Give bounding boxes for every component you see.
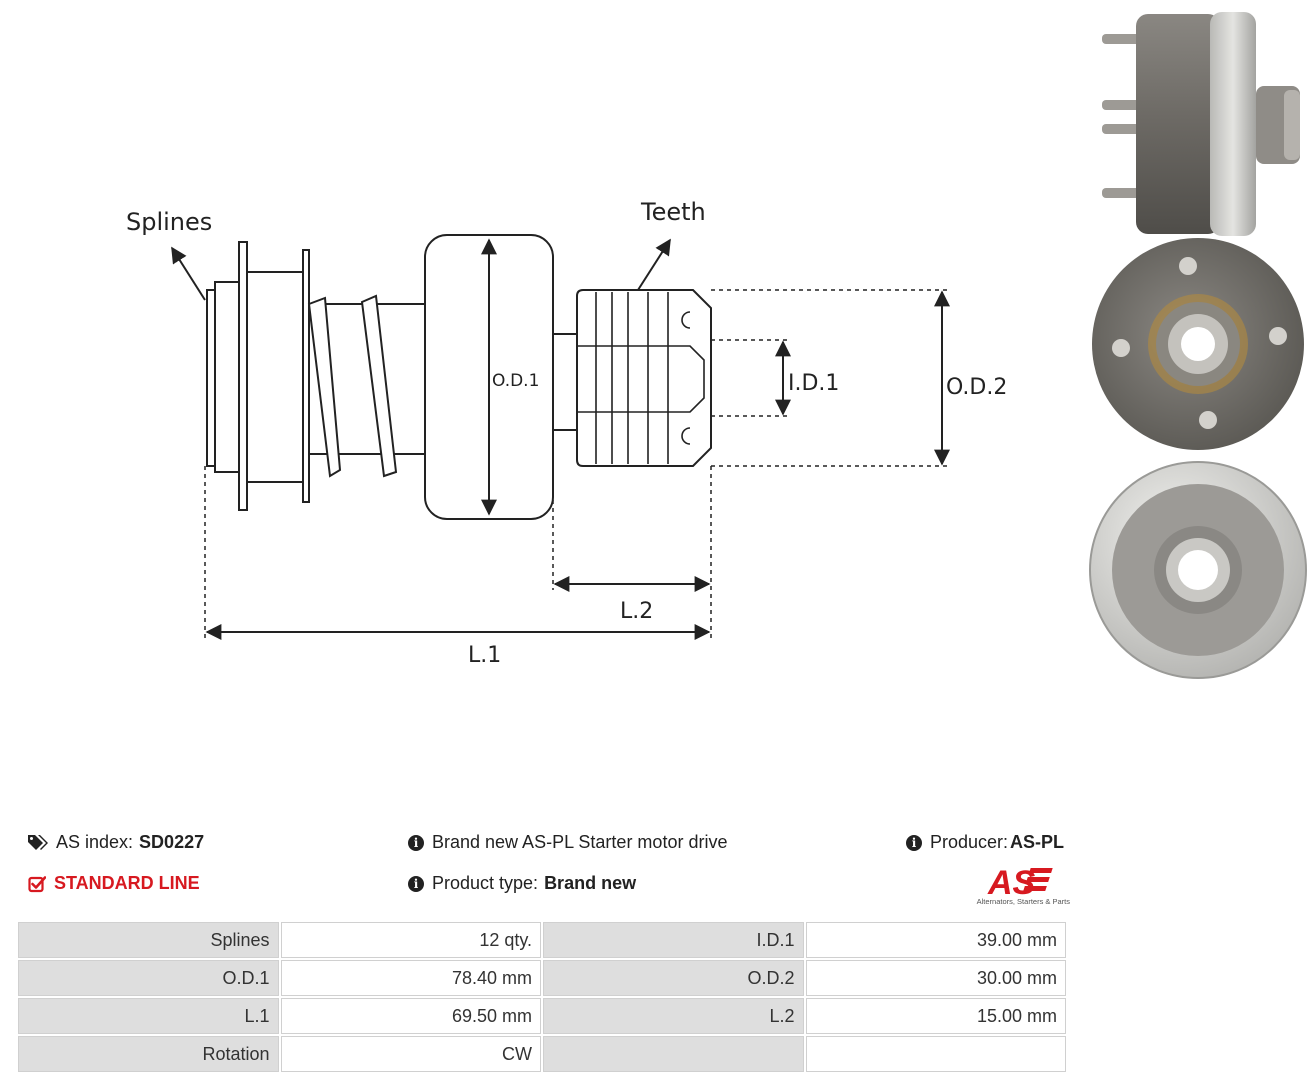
spec-key: O.D.2 [543, 960, 804, 996]
spec-value: 15.00 mm [805, 998, 1066, 1034]
description-text: Brand new AS-PL Starter motor drive [432, 832, 728, 852]
spec-key: I.D.1 [543, 922, 804, 958]
clutch-body [246, 271, 304, 483]
logo-caption: Alternators, Starters & Parts [976, 897, 1070, 906]
spec-key: L.1 [18, 998, 279, 1034]
l2-label: L.2 [620, 599, 653, 624]
left-flange [238, 241, 248, 511]
l1-label: L.1 [468, 643, 501, 668]
od2-label: O.D.2 [946, 375, 1007, 400]
info-icon: i [906, 834, 922, 851]
splines-label: Splines [126, 208, 212, 236]
brand-logo: AS Alternators, Starters & Parts [966, 864, 1070, 908]
standard-line-label: STANDARD LINE [54, 873, 200, 893]
check-square-icon [28, 875, 46, 892]
spec-value: 69.50 mm [280, 998, 542, 1034]
photo-back-view [1089, 461, 1307, 679]
info-icon: i [408, 875, 424, 892]
info-icon: i [408, 834, 424, 851]
spec-table: Splines 12 qty. I.D.1 39.00 mm O.D.1 78.… [16, 920, 1068, 1074]
spec-value: 39.00 mm [805, 922, 1066, 958]
id1-label: I.D.1 [788, 371, 839, 396]
spline-end [206, 289, 216, 467]
as-logo-mark: AS [987, 864, 1053, 902]
gear-teeth [577, 292, 705, 464]
product-type-label: Product type: [432, 873, 539, 893]
logo-text: AS [987, 864, 1036, 898]
pinion-shaft [552, 333, 578, 431]
spec-value: 12 qty. [280, 922, 542, 958]
product-type-value: Brand new [544, 873, 637, 893]
as-index-value: SD0227 [139, 832, 205, 852]
spec-value: 78.40 mm [280, 960, 542, 996]
as-index-label: AS index: [56, 832, 134, 852]
spec-key: O.D.1 [18, 960, 279, 996]
table-row: Splines 12 qty. I.D.1 39.00 mm [18, 922, 1066, 958]
spec-key [543, 1036, 804, 1072]
teeth-label: Teeth [640, 198, 706, 226]
product-type-row: i Product type: Brand new [408, 873, 636, 894]
tags-icon [28, 834, 48, 850]
table-row: O.D.1 78.40 mm O.D.2 30.00 mm [18, 960, 1066, 996]
splines-leader [171, 246, 206, 301]
photo-side-view [1102, 12, 1300, 236]
as-index-row: AS index: SD0227 [28, 832, 204, 853]
spec-key: Splines [18, 922, 279, 958]
spec-key: L.2 [543, 998, 804, 1034]
standard-line-row: STANDARD LINE [28, 873, 200, 894]
producer-row: i Producer: AS-PL [906, 832, 1064, 853]
spec-value: CW [280, 1036, 542, 1072]
technical-drawing: Splines Teeth O.D.1 I.D.1 O.D.2 L.2 L.1 [126, 198, 1007, 668]
producer-label: Producer: [930, 832, 1009, 852]
spec-value [805, 1036, 1066, 1072]
pinion-gear [576, 289, 712, 467]
photo-front-view [1092, 238, 1304, 450]
teeth-leader [637, 238, 671, 291]
spec-key: Rotation [18, 1036, 279, 1072]
table-row: L.1 69.50 mm L.2 15.00 mm [18, 998, 1066, 1034]
left-hub [214, 281, 240, 473]
description-row: i Brand new AS-PL Starter motor drive [408, 832, 727, 853]
product-photos [1089, 12, 1307, 679]
table-row: Rotation CW [18, 1036, 1066, 1072]
od1-label: O.D.1 [492, 371, 539, 391]
producer-value: AS-PL [1010, 832, 1065, 852]
spring-coils [307, 294, 398, 478]
spec-value: 30.00 mm [805, 960, 1066, 996]
